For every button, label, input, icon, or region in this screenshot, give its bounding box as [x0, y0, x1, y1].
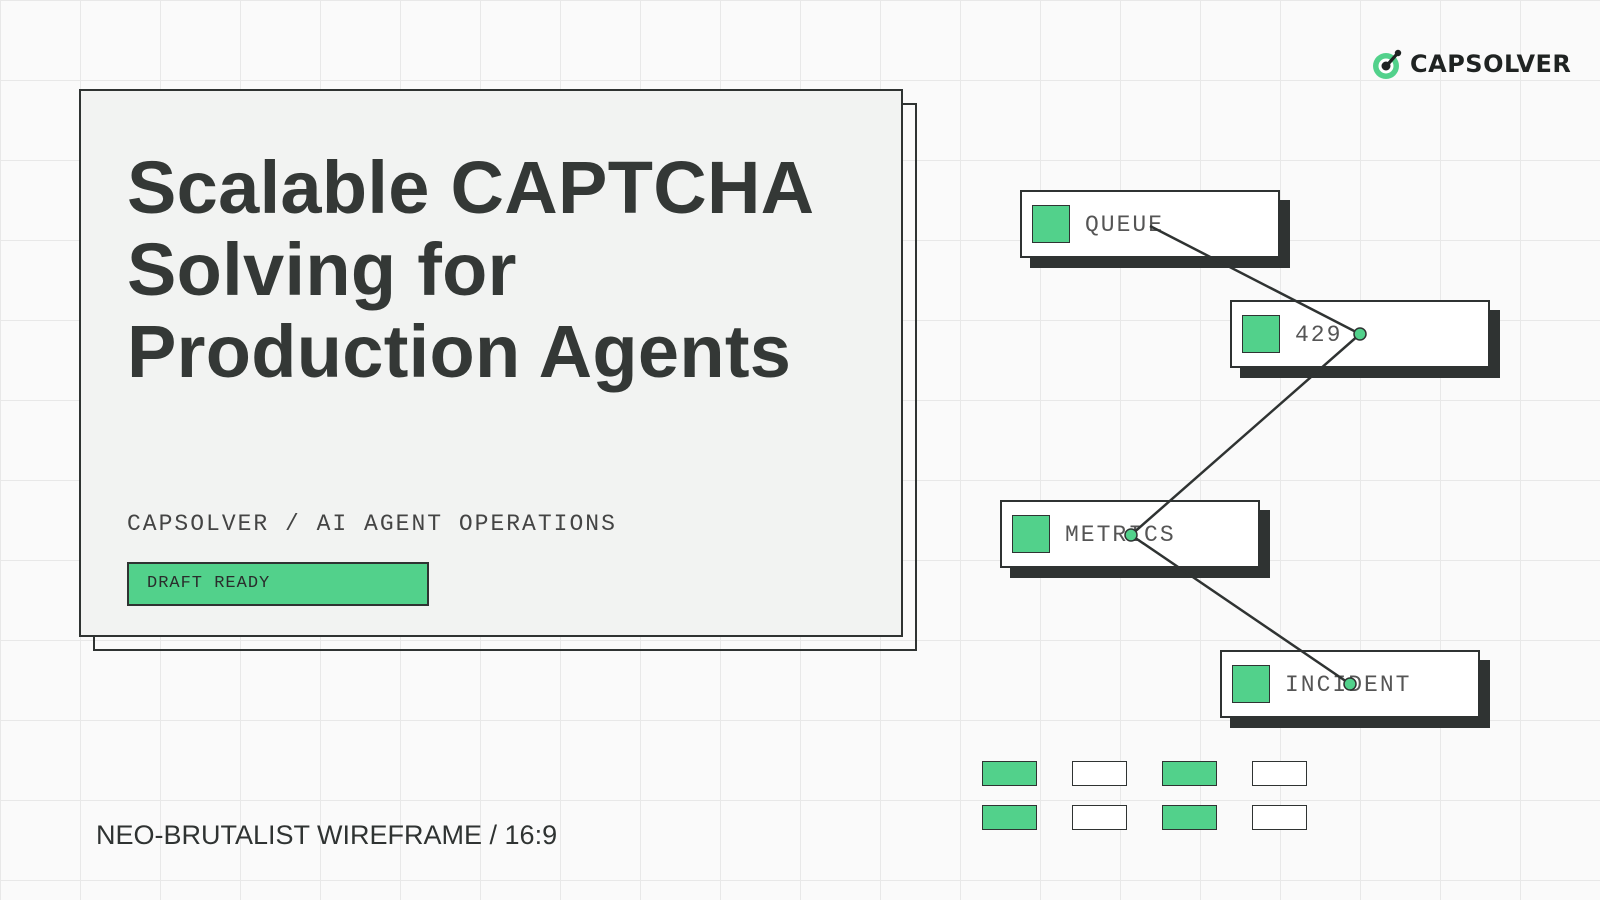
hero-subtitle: CAPSOLVER / AI AGENT OPERATIONS [127, 511, 617, 537]
capsolver-logo-icon [1373, 49, 1402, 79]
node-box: METRICS [1000, 500, 1260, 568]
node-label: QUEUE [1085, 212, 1165, 238]
node-label: METRICS [1065, 522, 1176, 548]
status-badge: DRAFT READY [127, 562, 429, 606]
node-swatch [1232, 665, 1270, 703]
node-box: INCIDENT [1220, 650, 1480, 718]
indicator-cell-empty [1252, 761, 1307, 786]
node-swatch [1242, 315, 1280, 353]
node-swatch [1012, 515, 1050, 553]
hero-title-line: Scalable CAPTCHA [127, 146, 815, 229]
node-metrics: METRICS [1000, 500, 1270, 578]
indicator-cell-empty [1072, 761, 1127, 786]
indicator-cell-filled [982, 805, 1037, 830]
indicator-cell-filled [982, 761, 1037, 786]
hero-title: Scalable CAPTCHA Solving for Production … [127, 147, 814, 393]
footer-label: NEO-BRUTALIST WIREFRAME / 16:9 [96, 820, 558, 850]
indicator-cell-empty [1072, 805, 1127, 830]
indicator-cell-empty [1252, 805, 1307, 830]
node-swatch [1032, 205, 1070, 243]
node-incident: INCIDENT [1220, 650, 1490, 728]
hero-title-line: Production Agents [127, 310, 792, 393]
indicator-cell-filled [1162, 805, 1217, 830]
node-box: QUEUE [1020, 190, 1280, 258]
connector-line [1128, 224, 1363, 686]
logo-text: CAPSOLVER [1410, 50, 1572, 78]
node-429: 429 [1230, 300, 1500, 378]
node-label: 429 [1295, 322, 1343, 348]
node-box: 429 [1230, 300, 1490, 368]
indicator-cell-filled [1162, 761, 1217, 786]
node-queue: QUEUE [1020, 190, 1290, 268]
hero-card: Scalable CAPTCHA Solving for Production … [79, 89, 903, 637]
hero-title-line: Solving for [127, 228, 517, 311]
capsolver-logo: CAPSOLVER [1372, 48, 1571, 80]
node-label: INCIDENT [1285, 672, 1412, 698]
